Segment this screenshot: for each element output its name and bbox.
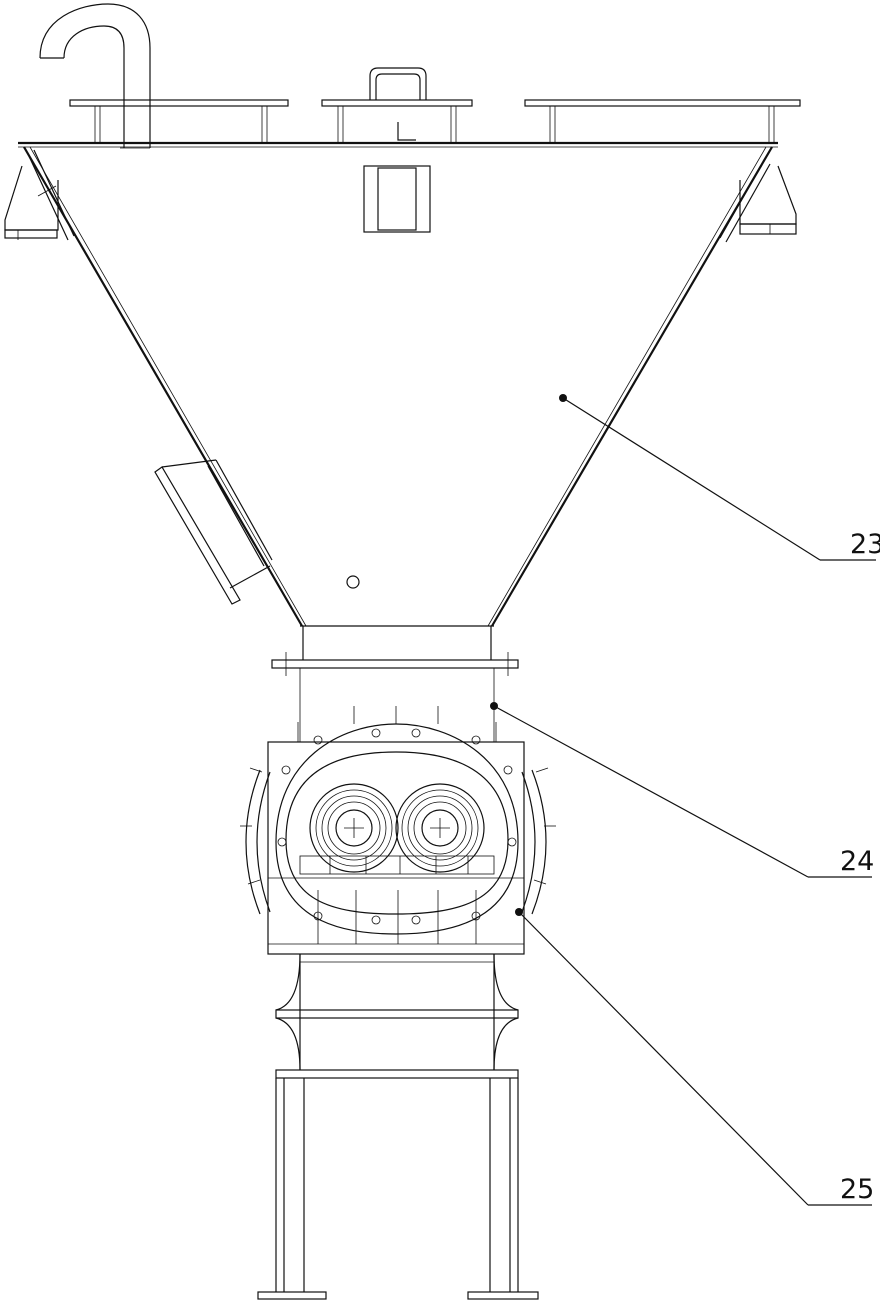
neck-flange	[271, 652, 519, 742]
crusher-housing	[240, 706, 556, 955]
support-stand	[257, 1069, 539, 1300]
callout-23: 23	[559, 394, 880, 561]
hopper-cone	[18, 141, 778, 660]
lid-plates	[69, 67, 801, 143]
callout-25-label: 25	[840, 1174, 874, 1205]
callout-25: 25	[515, 908, 874, 1206]
callout-24: 24	[490, 702, 874, 878]
discharge-chute	[275, 953, 519, 1071]
callout-24-leader	[493, 705, 809, 878]
callout-23-label: 23	[850, 529, 880, 560]
callout-25-leader	[518, 911, 809, 1206]
support-lugs	[4, 149, 797, 243]
callout-24-label: 24	[840, 846, 874, 877]
vent-pipe	[39, 3, 151, 149]
inspection-port	[154, 459, 273, 605]
callout-23-leader	[562, 397, 821, 561]
